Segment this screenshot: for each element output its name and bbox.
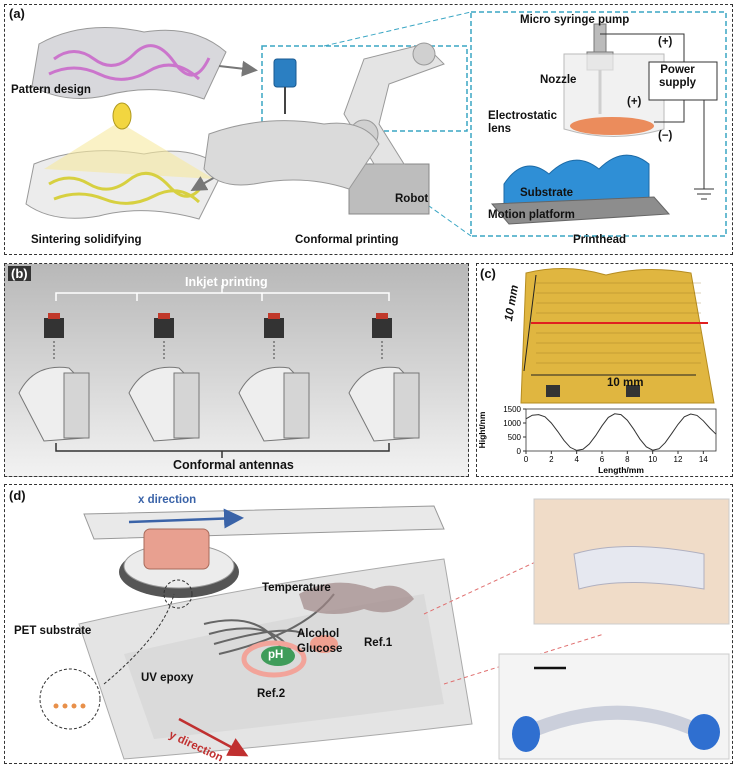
panel-d-tag: (d) [9, 488, 26, 503]
antennas-bracket [55, 443, 390, 458]
panel-c [476, 263, 733, 477]
panel-d-illustration [39, 498, 730, 760]
antenna-fixture-2 [128, 366, 200, 442]
ref2-ring [241, 640, 307, 678]
label-sintering-solidifying: Sintering solidifying [31, 234, 142, 246]
panel-c-chart: 0 500 1000 1500 0 2 4 6 8 10 12 14 Hight/nm Length… [477, 405, 717, 475]
chart-ylabel: Hight/nm [477, 411, 487, 448]
label-pet-substrate: PET substrate [14, 625, 92, 637]
antenna-fixture-3 [238, 366, 310, 442]
label-electrostatic-lens: Electrostatic lens [488, 110, 558, 135]
panel-a [4, 4, 733, 255]
uv-epoxy-layer [124, 594, 444, 739]
label-conformal-antennas: Conformal antennas [173, 458, 294, 472]
label-pattern-design: Pattern design [11, 84, 91, 96]
label-printhead: Printhead [573, 234, 627, 246]
label-plus-bottom: (+) [627, 96, 642, 108]
printer-head-3 [264, 313, 284, 338]
label-temperature: Temperature [262, 582, 331, 594]
y-direction-arrow [178, 717, 249, 757]
pink-pattern [48, 44, 211, 81]
electrostatic-lens-ring [570, 117, 654, 135]
x-direction-arrow [128, 508, 244, 529]
label-power-supply: Power supply [659, 64, 697, 89]
printer-head-4 [372, 313, 392, 338]
label-motion-platform: Motion platform [488, 209, 575, 221]
panel-a-tag: (a) [9, 6, 25, 21]
label-micro-syringe-pump: Micro syringe pump [520, 14, 630, 26]
magnifier-circle [39, 668, 101, 730]
label-glucose: Glucose [297, 643, 343, 655]
x-tick-label: 0 [524, 455, 529, 464]
panel-b-tag: (b) [8, 266, 31, 281]
panel-a-illustration [25, 11, 727, 237]
label-nozzle: Nozzle [540, 74, 577, 86]
bent-sensor-film [521, 705, 697, 741]
label-conformal-printing: Conformal printing [295, 234, 399, 246]
label-ref1: Ref.1 [364, 637, 393, 649]
panel-c-tag: (c) [480, 266, 496, 281]
printer-head-1 [44, 313, 64, 338]
label-dim-horizontal: 10 mm [607, 377, 644, 389]
ink-cartridge [143, 528, 210, 570]
inkjet-bracket [55, 285, 390, 301]
pattern-design-surface [31, 27, 227, 100]
glucose-electrode [310, 635, 338, 653]
y-tick-label: 1500 [503, 405, 521, 414]
panel-c-photo [520, 268, 715, 404]
label-minus: (−) [658, 130, 673, 142]
x-tick-label: 10 [648, 455, 657, 464]
x-tick-label: 2 [549, 455, 554, 464]
power-supply-box [648, 61, 718, 101]
label-ph: pH [268, 649, 284, 661]
x-tick-label: 14 [699, 455, 708, 464]
label-alcohol: Alcohol [297, 628, 340, 640]
x-tick-label: 12 [674, 455, 683, 464]
y-tick-label: 0 [517, 447, 522, 456]
panel-b-illustration [18, 285, 420, 458]
label-substrate: Substrate [520, 187, 574, 199]
chart-plot-area [525, 408, 717, 452]
x-tick-label: 6 [600, 455, 605, 464]
lamp-icon [112, 102, 132, 130]
label-uv-epoxy: UV epoxy [141, 672, 194, 684]
temperature-sensor [299, 582, 414, 614]
yellow-film [520, 268, 715, 404]
label-plus-top: (+) [658, 36, 673, 48]
printhead-chamber [563, 53, 665, 137]
robot-printhead [273, 58, 297, 88]
y-tick-label: 1000 [503, 419, 521, 428]
y-tick-label: 500 [508, 433, 522, 442]
height-profile-line [525, 413, 717, 451]
lamp-light-cone [44, 122, 214, 179]
printer-head-2 [154, 313, 174, 338]
print-head-carriage [83, 505, 445, 598]
substrate-wavy [503, 154, 650, 210]
panel-d [4, 484, 733, 764]
ph-electrode [261, 646, 295, 666]
vertical-dim-arrow [523, 274, 537, 372]
label-robot: Robot [395, 193, 429, 205]
conformal-printing-surface [203, 120, 380, 190]
antenna-fixture-1 [18, 366, 90, 442]
x-tick-label: 8 [625, 455, 630, 464]
robot-base [348, 163, 430, 215]
chart-xlabel: Length/mm [598, 465, 644, 475]
label-x-direction: x direction [138, 494, 197, 506]
x-tick-label: 4 [574, 455, 579, 464]
yellow-pattern [48, 171, 206, 205]
antenna-fixture-4 [348, 366, 420, 442]
motion-platform [490, 196, 671, 225]
label-inkjet-printing: Inkjet printing [185, 275, 268, 289]
label-ref2: Ref.2 [257, 688, 286, 700]
wrist-band [573, 546, 705, 590]
